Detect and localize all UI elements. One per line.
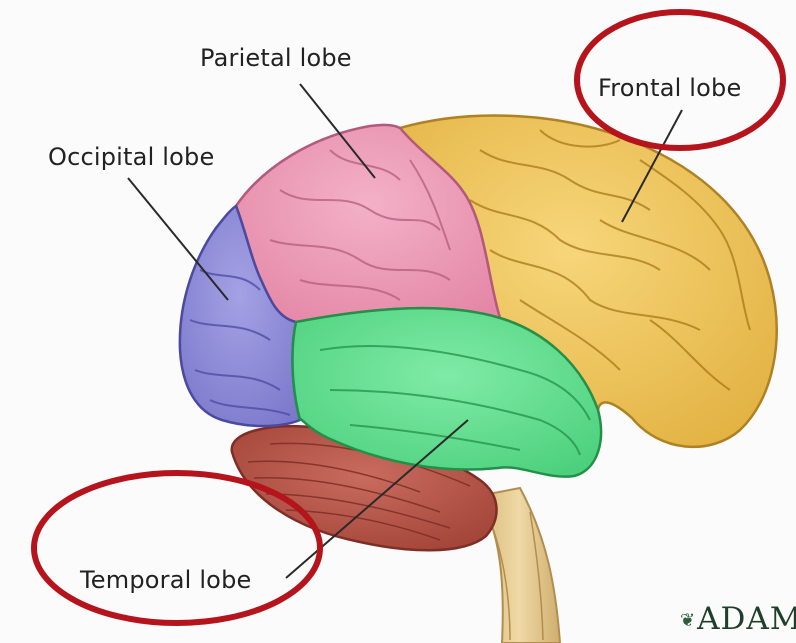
adam-logo: ❦ADAM xyxy=(680,604,796,635)
occipital-lobe-label: Occipital lobe xyxy=(48,145,214,169)
parietal-lobe-label: Parietal lobe xyxy=(200,46,352,70)
adam-logo-text: ADAM xyxy=(697,601,796,637)
frontal-lobe-label: Frontal lobe xyxy=(598,76,741,100)
temporal-lobe-label: Temporal lobe xyxy=(80,568,251,592)
leaf-icon: ❦ xyxy=(680,610,696,631)
temporal-highlight-ring xyxy=(34,473,320,623)
